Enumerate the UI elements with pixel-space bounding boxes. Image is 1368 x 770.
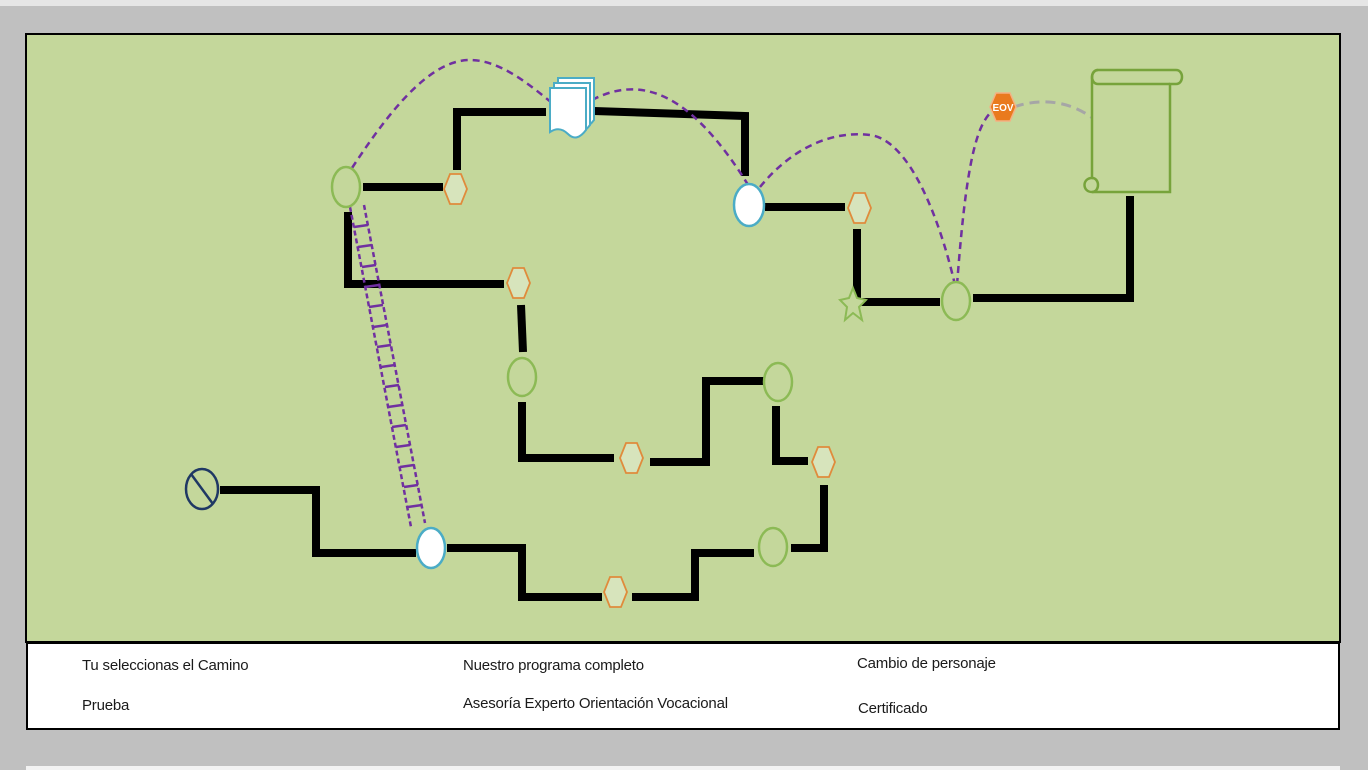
ladder <box>348 204 427 528</box>
document-stack-icon <box>549 77 595 139</box>
legend-character-label: Cambio de personaje <box>857 655 996 672</box>
legend-advisor-label: Asesoría Experto Orientación Vocacional <box>463 695 728 712</box>
legend-program-label: Nuestro programa completo <box>463 657 644 674</box>
test-nodes <box>415 182 766 570</box>
gray-dashed-path <box>1013 100 1096 122</box>
legend-certificate-label: Certificado <box>858 700 928 717</box>
prohibited-icon <box>184 467 220 511</box>
legend-test-label: Prueba <box>82 697 130 714</box>
chosen-path <box>350 58 997 286</box>
green-nodes <box>330 165 972 568</box>
certificate-scroll-icon <box>1083 68 1184 194</box>
black-route <box>220 107 1134 601</box>
svg-text:EOV: EOV <box>992 103 1013 114</box>
legend-panel: Tu seleccionas el Camino Prueba Nuestro … <box>26 642 1340 730</box>
eov-badge: EOV <box>989 92 1017 122</box>
character-change-star <box>838 285 868 323</box>
legend-path-label: Tu seleccionas el Camino <box>82 657 249 674</box>
bottom-strip <box>26 766 1340 770</box>
advisor-hexagons <box>443 173 872 608</box>
